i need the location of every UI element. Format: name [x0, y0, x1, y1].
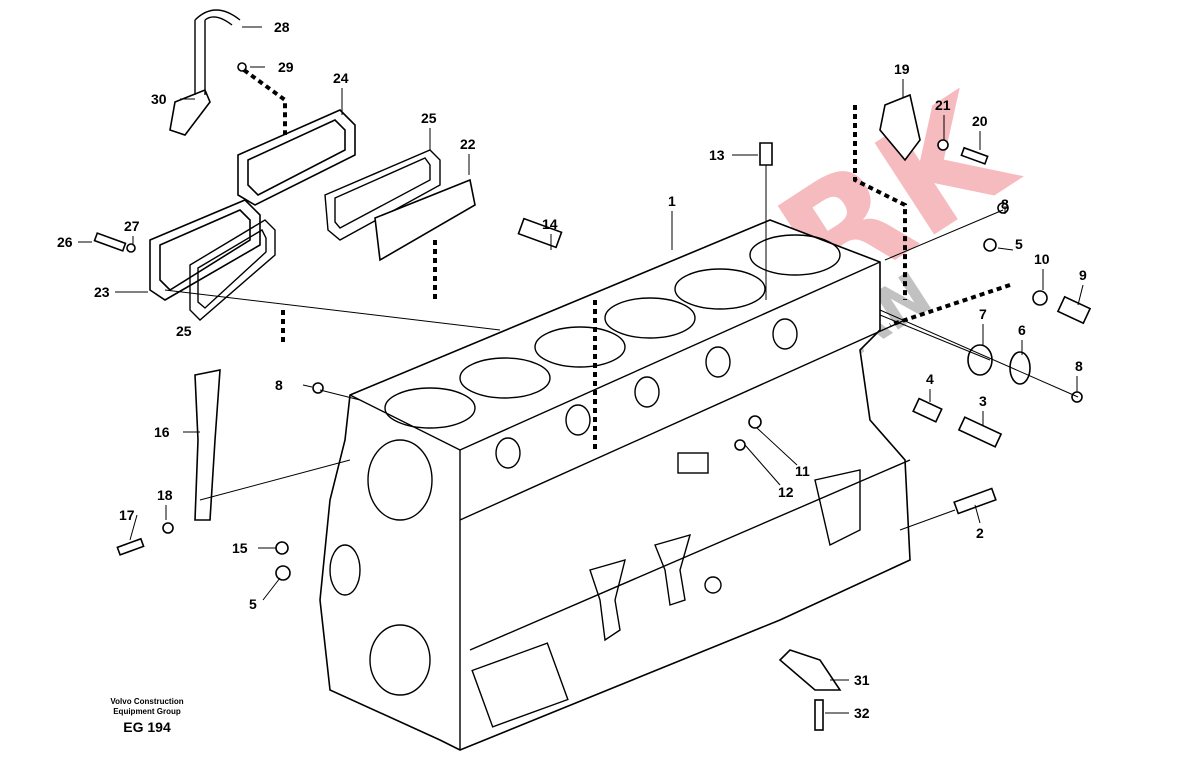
callout-17: 17: [119, 507, 135, 523]
callout-22: 22: [460, 136, 476, 152]
callout-18: 18: [157, 487, 173, 503]
leader-lines: [78, 26, 1084, 714]
cylinder-block: [319, 219, 911, 751]
diagram-code: EG 194: [123, 719, 171, 735]
cylinder-bores: [384, 234, 841, 429]
callout-8b: 8: [1075, 358, 1083, 374]
callout-1: 1: [668, 193, 676, 209]
callout-10: 10: [1034, 251, 1050, 267]
callout-19: 19: [894, 61, 910, 77]
callout-32: 32: [854, 705, 870, 721]
callout-8c: 8: [275, 377, 283, 393]
callout-16: 16: [154, 424, 170, 440]
callout-13: 13: [709, 147, 725, 163]
callout-labels: 28 29 30 24 25 22 13 19 21 20 1 14 27 26…: [57, 19, 1087, 721]
company-line-1: Volvo Construction: [110, 697, 184, 706]
company-line-2: Equipment Group: [113, 707, 181, 716]
callout-20: 20: [972, 113, 988, 129]
callout-5a: 5: [1015, 236, 1023, 252]
callout-12: 12: [778, 484, 794, 500]
callout-2: 2: [976, 525, 984, 541]
callout-14: 14: [542, 216, 558, 232]
callout-30: 30: [151, 91, 167, 107]
callout-8a: 8: [1001, 196, 1009, 212]
callout-27: 27: [124, 218, 140, 234]
callout-15: 15: [232, 540, 248, 556]
callout-24: 24: [333, 70, 349, 86]
callout-25b: 25: [176, 323, 192, 339]
callout-11: 11: [795, 463, 810, 479]
diagram-footer: Volvo Construction Equipment Group EG 19…: [92, 697, 202, 735]
small-parts: [93, 62, 1092, 731]
callout-29: 29: [278, 59, 294, 75]
callout-4: 4: [926, 371, 934, 387]
callout-23: 23: [94, 284, 110, 300]
callout-7: 7: [979, 306, 987, 322]
callout-6: 6: [1018, 322, 1026, 338]
callout-3: 3: [979, 393, 987, 409]
callout-21: 21: [935, 97, 951, 113]
covers-and-gaskets: [149, 9, 921, 691]
callout-28: 28: [274, 19, 290, 35]
callout-31: 31: [854, 672, 870, 688]
callout-9: 9: [1079, 267, 1087, 283]
callout-25: 25: [421, 110, 437, 126]
callout-26: 26: [57, 234, 73, 250]
callout-5b: 5: [249, 596, 257, 612]
